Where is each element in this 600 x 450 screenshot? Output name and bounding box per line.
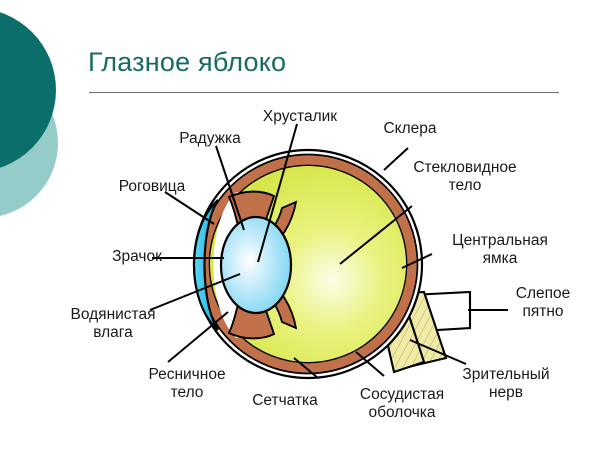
label-lens: Хрусталик xyxy=(262,108,338,125)
label-aqueous-humour: Водянистая влага xyxy=(70,306,156,341)
label-pupil: Зрачок xyxy=(112,248,162,265)
label-retina: Сетчатка xyxy=(252,392,318,409)
label-ciliary-body: Ресничное тело xyxy=(148,366,226,401)
label-fovea: Центральная ямка xyxy=(452,232,548,267)
label-cornea: Роговица xyxy=(118,178,186,195)
label-optic-nerve: Зрительный нерв xyxy=(462,366,550,401)
title-divider xyxy=(89,92,559,93)
label-iris: Радужка xyxy=(179,130,241,147)
eyeball-diagram xyxy=(0,96,600,450)
retina-inner-edge xyxy=(208,164,408,364)
label-choroid: Сосудистая оболочка xyxy=(359,386,445,421)
label-vitreous-body: Стекловидное тело xyxy=(413,159,517,194)
label-sclera: Склера xyxy=(383,120,437,137)
cornea-shape xyxy=(193,199,219,331)
label-blind-spot: Слепое пятно xyxy=(515,285,571,320)
page-title: Глазное яблоко xyxy=(88,47,287,77)
lens-shape xyxy=(219,215,293,315)
leader-lines xyxy=(149,123,508,379)
